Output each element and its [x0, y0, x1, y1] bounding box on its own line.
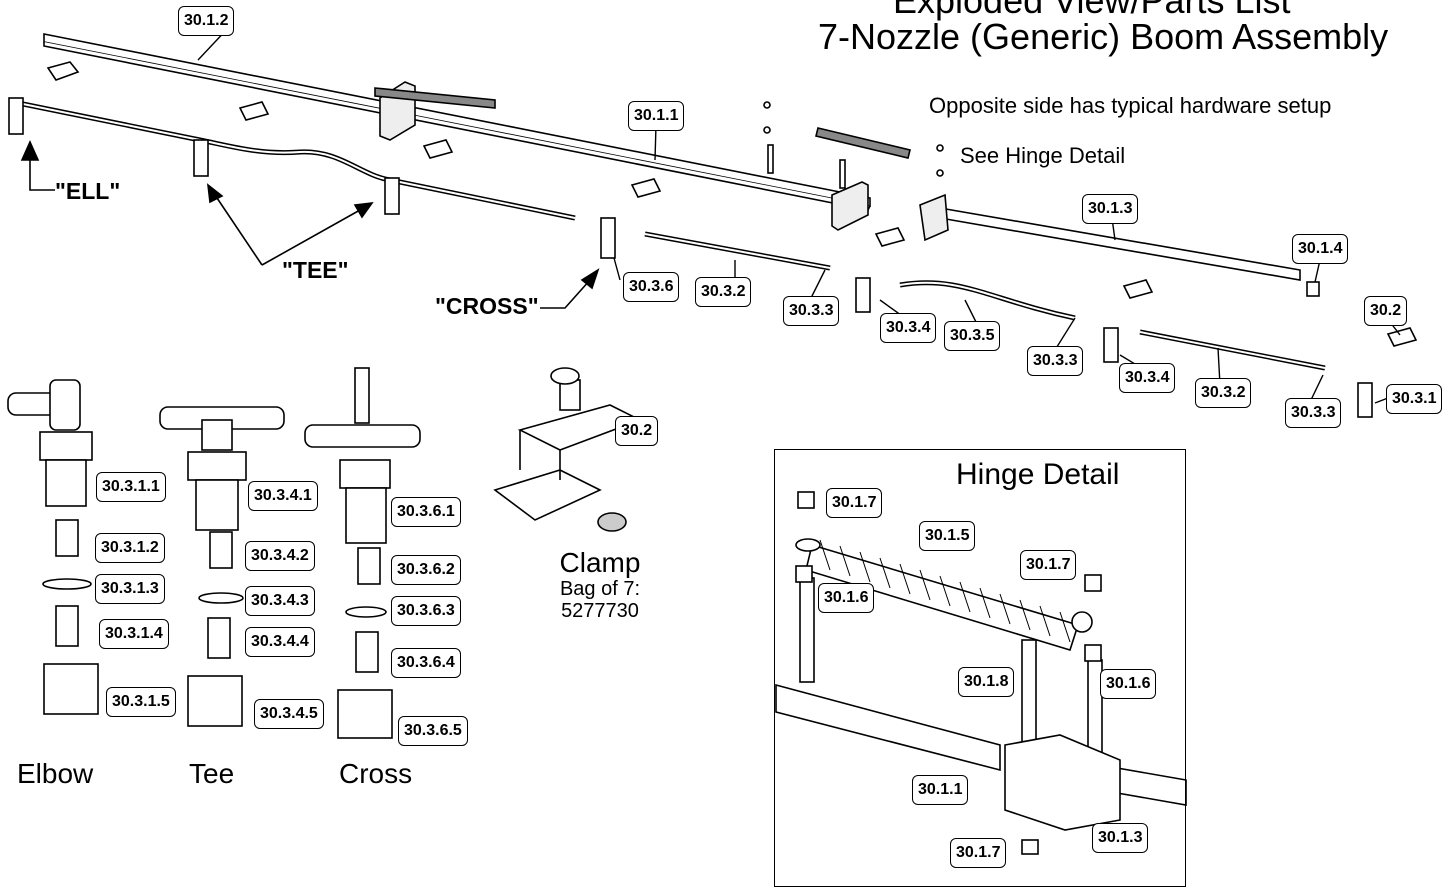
- pipes: [17, 100, 1326, 371]
- part-label: 30.3.6.2: [391, 555, 461, 585]
- title-line-2: 7-Nozzle (Generic) Boom Assembly: [818, 16, 1389, 57]
- part-label: 30.1.3: [1082, 194, 1139, 224]
- part-label: 30.3.4: [1119, 363, 1176, 393]
- clamp-drawing: [493, 367, 642, 532]
- part-label: 30.3.2: [1195, 378, 1252, 408]
- part-label: 30.3.6.1: [391, 497, 461, 527]
- part-label: 30.3.1.2: [95, 533, 165, 563]
- part-label: 30.1.1: [912, 775, 969, 805]
- part-label: 30.1.6: [818, 583, 875, 613]
- part-label: 30.3.6.3: [391, 596, 461, 626]
- clamp-bag-text: Bag of 7:: [559, 578, 641, 600]
- part-label: 30.1.1: [628, 101, 685, 131]
- part-label: 30.3.3: [783, 296, 840, 326]
- hinge-hardware-top: [763, 101, 944, 189]
- clamp-title: Clamp: [559, 547, 641, 578]
- part-label: 30.3.4.1: [248, 481, 318, 511]
- part-label: 30.1.7: [1020, 550, 1077, 580]
- hinge-detail-drawing: [775, 491, 1187, 855]
- part-label: 30.3.2: [695, 277, 752, 307]
- part-label: 30.2: [615, 416, 659, 446]
- caption-cross: Cross: [339, 758, 413, 789]
- caption-elbow: Elbow: [17, 758, 94, 789]
- springs: [374, 87, 911, 159]
- clamp-caption: Clamp Bag of 7: 5277730: [540, 547, 660, 623]
- nozzle-stack-elbow: [7, 379, 99, 715]
- part-label: 30.1.5: [919, 521, 976, 551]
- part-label: 30.3.4.5: [254, 699, 324, 729]
- part-label: 30.1.2: [178, 6, 235, 36]
- part-label: 30.1.8: [958, 667, 1015, 697]
- hinge-detail-title: Hinge Detail: [956, 458, 1120, 491]
- part-label: 30.3.4.2: [245, 541, 315, 571]
- part-label: 30.3.6: [623, 272, 680, 302]
- hinge-detail-box: [774, 449, 1186, 887]
- part-label: 30.3.4.3: [245, 586, 315, 616]
- cross-callout: "CROSS": [435, 293, 539, 319]
- end-cap: [1306, 281, 1320, 297]
- part-label: 30.1.7: [826, 488, 883, 518]
- part-label: 30.3.3: [1285, 398, 1342, 428]
- part-label: 30.1.7: [950, 838, 1007, 868]
- caption-tee: Tee: [189, 758, 235, 789]
- part-label: 30.3.1.1: [96, 472, 166, 502]
- part-label: 30.3.5: [944, 321, 1001, 351]
- nozzle-stack-cross: [304, 367, 421, 739]
- callout-arrows: [20, 140, 600, 309]
- part-label: 30.3.4.4: [245, 627, 315, 657]
- ell-callout: "ELL": [55, 178, 121, 204]
- part-label: 30.3.3: [1027, 346, 1084, 376]
- part-label: 30.1.6: [1100, 669, 1157, 699]
- part-label: 30.3.1.5: [106, 687, 176, 717]
- part-label: 30.1.3: [1092, 823, 1149, 853]
- part-label: 30.3.4: [880, 313, 937, 343]
- boom-clamps: [46, 61, 1418, 347]
- see-hinge-note: See Hinge Detail: [960, 143, 1126, 168]
- clamp-part-number: 5277730: [561, 600, 639, 622]
- part-label: 30.3.1.3: [95, 574, 165, 604]
- part-label: 30.2: [1364, 296, 1408, 326]
- part-label: 30.1.4: [1292, 234, 1349, 264]
- part-label: 30.3.6.4: [391, 648, 461, 678]
- title-line-1: Exploded View/Parts List: [893, 0, 1291, 21]
- nozzle-stack-tee: [159, 406, 285, 727]
- part-label: 30.3.6.5: [398, 716, 468, 746]
- tee-callout: "TEE": [282, 257, 349, 283]
- right-boom-bar: [919, 193, 1301, 281]
- opposite-side-note: Opposite side has typical hardware setup: [929, 93, 1332, 118]
- boom-nozzles: [8, 97, 1373, 418]
- part-label: 30.3.1: [1386, 384, 1443, 414]
- part-label: 30.3.1.4: [99, 619, 169, 649]
